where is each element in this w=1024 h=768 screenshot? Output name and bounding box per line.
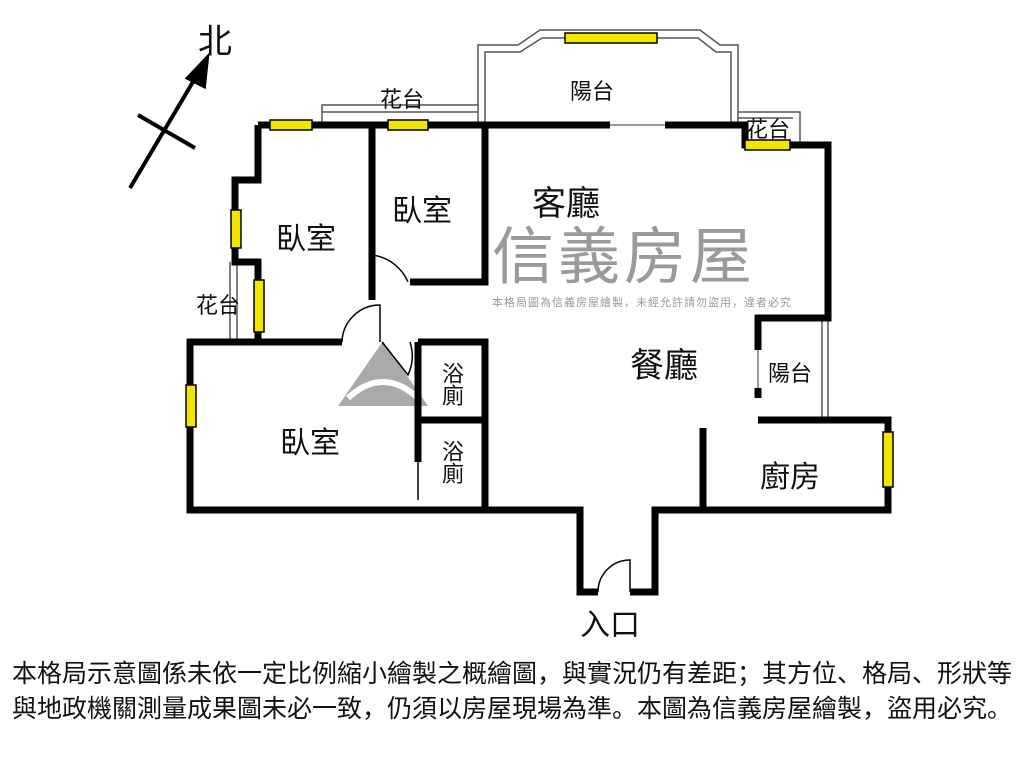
room-kitchen: 廚房 bbox=[760, 460, 820, 495]
room-bathroom-2: 浴廁 bbox=[438, 440, 463, 484]
room-living-room: 客廳 bbox=[532, 184, 600, 224]
walls bbox=[186, 121, 892, 596]
room-bedroom-2: 臥室 bbox=[392, 194, 452, 229]
room-planter-top-left: 花台 bbox=[380, 88, 425, 113]
watermark-brand: 信義房屋 bbox=[492, 220, 757, 293]
room-planter-top-right: 花台 bbox=[746, 118, 791, 143]
floor-plan-drawing bbox=[128, 29, 894, 596]
room-bedroom-1: 臥室 bbox=[276, 222, 336, 257]
room-dining-room: 餐廳 bbox=[630, 346, 698, 386]
north-label: 北 bbox=[198, 22, 232, 62]
room-balcony-right: 陽台 bbox=[768, 362, 813, 387]
room-bathroom-1: 浴廁 bbox=[438, 362, 463, 406]
watermark-logo-icon bbox=[338, 341, 428, 406]
entrance-label: 入口 bbox=[580, 608, 640, 643]
north-arrow-icon bbox=[128, 52, 210, 190]
windows bbox=[185, 32, 894, 488]
room-bedroom-3: 臥室 bbox=[280, 426, 340, 461]
balcony-outline bbox=[229, 29, 829, 420]
room-balcony-top: 陽台 bbox=[570, 80, 615, 105]
doors bbox=[341, 124, 759, 593]
disclaimer-text: 本格局示意圖係未依一定比例縮小繪製之概繪圖，與實況仍有差距；其方位、格局、形狀等… bbox=[12, 659, 1013, 723]
watermark-notice: 本格局圖為信義房屋繪製，未經允許請勿盜用，違者必究 bbox=[492, 296, 792, 309]
room-planter-left: 花台 bbox=[196, 294, 241, 319]
